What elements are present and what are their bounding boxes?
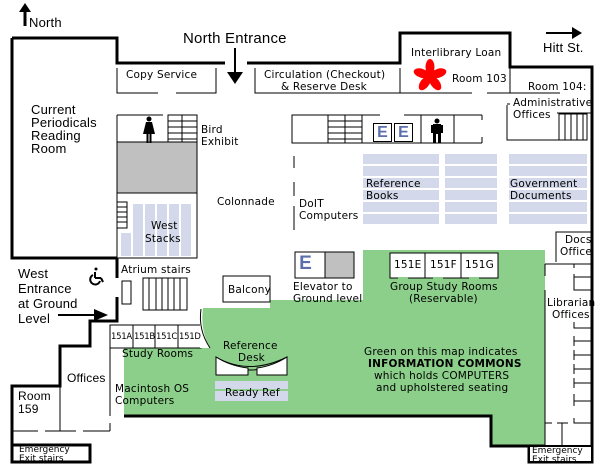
womens-restroom-icon [143,116,155,143]
wheelchair-accessible-icon [89,267,104,286]
current-periodicals-label-2[interactable]: Periodicals [31,115,97,130]
current-periodicals-label-1[interactable]: Current [31,102,76,117]
group-study-label-2: (Reservable) [409,293,478,305]
colonnade-label: Colonnade [217,196,275,208]
you-are-here-star-icon [413,59,447,91]
elevator-icon: E [373,123,392,142]
west-entrance-label-3[interactable]: at Ground [18,296,78,311]
ready-ref-shelf-1 [215,381,288,389]
study-room-151d[interactable]: 151D [179,332,201,342]
room-103-label: Room 103 [452,73,507,85]
commons-curve-edge [200,308,210,348]
study-rooms-label: Study Rooms [122,348,194,360]
interlibrary-loan-label[interactable]: Interlibrary Loan [411,47,502,59]
emergency-exit-west-label-1[interactable]: Emergency [19,445,70,455]
macintosh-label-1[interactable]: Macintosh OS [115,383,190,395]
offices-label[interactable]: Offices [67,371,106,385]
group-study-room-151g[interactable]: 151G [465,259,494,271]
ready-ref-shelf-2 [215,391,288,401]
elevator-label-1[interactable]: Elevator to [293,281,353,293]
group-study-room-151f[interactable]: 151F [430,259,457,271]
reference-desk-label-1[interactable]: Reference [223,340,278,352]
north-entrance-label[interactable]: North Entrance [183,30,287,47]
commons-curve-line [199,308,211,349]
ready-ref-label[interactable]: Ready Ref [225,387,280,399]
room-159-label-1[interactable]: Room [18,389,51,403]
librarian-offices-label-2[interactable]: Offices [552,309,590,321]
hitt-st-label: Hitt St. [543,40,584,55]
room-104-label: Room 104: [528,81,587,93]
elevator-label-2[interactable]: Ground level [293,293,363,305]
copy-service-label[interactable]: Copy Service [126,69,198,81]
current-periodicals-label-4[interactable]: Room [31,141,67,156]
doit-computers-label-2[interactable]: Computers [299,210,359,222]
administrative-offices-label-2[interactable]: Offices [513,109,551,121]
west-entrance-label-2[interactable]: Entrance [18,281,72,296]
docs-office-label-1[interactable]: Docs [565,234,592,246]
mens-restroom-icon [431,118,443,143]
west-entrance-label-1[interactable]: West [18,266,49,281]
elevator-icon: E [394,123,413,142]
inner-walls [12,67,593,463]
west-entrance-arrow-icon [58,309,108,321]
doit-computers-label-1[interactable]: DoIT [299,198,324,210]
macintosh-label-2[interactable]: Computers [115,395,175,407]
west-stacks-shelves [121,204,191,256]
north-label: North [29,15,62,30]
administrative-offices-label-1[interactable]: Administrative [513,97,593,109]
study-room-151b[interactable]: 151B [134,332,155,342]
bird-exhibit-label-2[interactable]: Exhibit [201,136,239,148]
reference-books-label-1[interactable]: Reference [366,178,421,190]
circulation-label-2[interactable]: & Reserve Desk [281,81,367,93]
legend-line-3: which holds COMPUTERS [374,370,510,382]
reference-shelves [363,154,587,224]
commons-walls [124,414,529,448]
group-study-label-1: Group Study Rooms [390,281,498,293]
emergency-exit-west-label-2[interactable]: Exit stairs [19,454,64,464]
government-documents-label-1[interactable]: Government [510,178,578,190]
circulation-label-1[interactable]: Circulation (Checkout) [264,69,386,81]
study-room-151c[interactable]: 151C [156,332,177,342]
emergency-exit-east-label-1[interactable]: Emergency [532,446,583,456]
study-room-151a[interactable]: 151A [111,332,132,342]
docs-office-label-2[interactable]: Office [560,246,593,258]
emergency-exit-east-label-2[interactable]: Exit stairs [532,455,577,465]
legend-line-1: Green on this map indicates [364,346,518,358]
current-periodicals-label-3[interactable]: Reading [31,128,81,143]
hitt-st-arrow-icon [546,27,582,39]
reference-books-label-2[interactable]: Books [366,190,399,202]
west-stacks-label-1[interactable]: West [151,220,178,232]
balcony-label[interactable]: Balcony [228,284,272,296]
reference-desk-label-2[interactable]: Desk [238,352,265,364]
reference-desk[interactable] [215,356,288,376]
librarian-offices-label-1[interactable]: Librarian [547,297,596,309]
elevator-icon: E [299,253,312,274]
west-stacks-label-2[interactable]: Stacks [145,233,181,245]
legend-line-4: and upholstered seating [376,382,509,394]
room-159-label-2[interactable]: 159 [18,402,39,416]
north-entrance-arrow-icon [227,48,243,84]
group-study-room-151e[interactable]: 151E [394,259,422,271]
legend-line-2: INFORMATION COMMONS [368,358,522,370]
atrium-stairs-label: Atrium stairs [121,264,191,276]
bird-exhibit-label-1[interactable]: Bird [201,124,223,136]
gray-block-bird [116,141,198,194]
government-documents-label-2[interactable]: Documents [510,190,572,202]
north-arrow-icon [19,3,31,26]
west-entrance-label-4[interactable]: Level [18,311,51,326]
